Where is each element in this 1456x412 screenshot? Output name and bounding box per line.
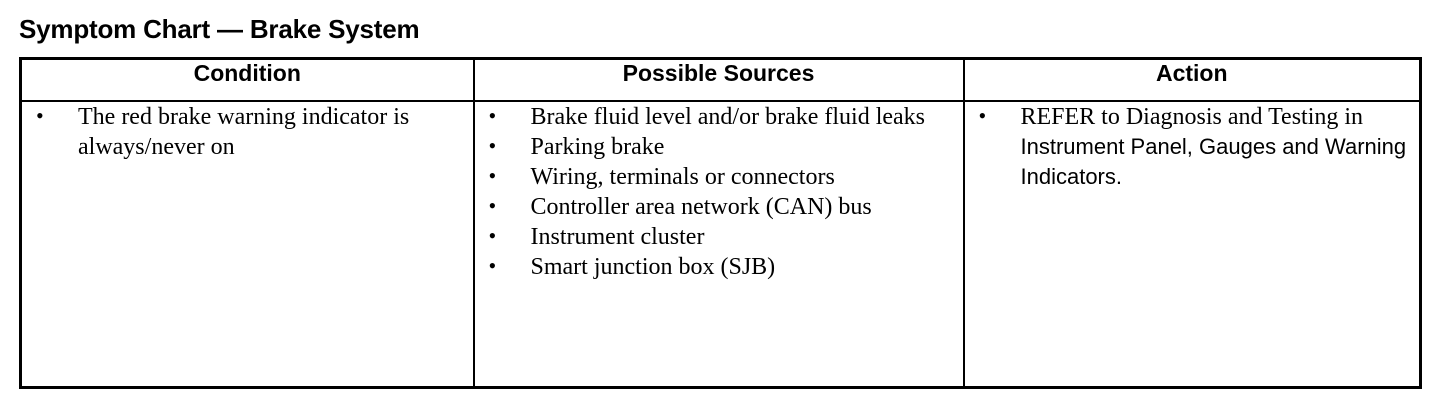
source-bullet-text: Instrument cluster bbox=[530, 224, 705, 250]
column-header-possible-sources: Possible Sources bbox=[472, 57, 965, 102]
action-lead-text: REFER to Diagnosis and Testing in bbox=[1020, 104, 1364, 130]
list-item: Wiring, terminals or connectors bbox=[475, 161, 963, 192]
source-bullet-text: Wiring, terminals or connectors bbox=[530, 164, 835, 190]
source-bullet-text: Controller area network (CAN) bus bbox=[530, 194, 872, 220]
list-item: Instrument cluster bbox=[475, 221, 963, 252]
table-body: The red brake warning indicator is alway… bbox=[19, 100, 1422, 389]
list-item: Smart junction box (SJB) bbox=[475, 251, 963, 282]
list-item: Controller area network (CAN) bus bbox=[475, 191, 963, 222]
page-title: Symptom Chart — Brake System bbox=[19, 14, 420, 44]
source-bullet-text: Parking brake bbox=[530, 134, 665, 160]
list-item: REFER to Diagnosis and Testing in Instru… bbox=[965, 101, 1420, 192]
action-bullet-list: REFER to Diagnosis and Testing in Instru… bbox=[965, 101, 1420, 192]
list-item: The red brake warning indicator is alway… bbox=[22, 101, 473, 162]
source-bullet-text: Brake fluid level and/or brake fluid lea… bbox=[530, 104, 926, 130]
column-header-action: Action bbox=[962, 57, 1422, 102]
action-cross-reference: Instrument Panel, Gauges and Warning Ind… bbox=[1020, 134, 1407, 189]
condition-bullet-text: The red brake warning indicator is alway… bbox=[78, 104, 410, 160]
source-bullet-text: Smart junction box (SJB) bbox=[530, 254, 776, 280]
column-header-condition: Condition bbox=[19, 57, 475, 102]
cell-condition: The red brake warning indicator is alway… bbox=[19, 100, 475, 389]
table-header-row: Condition Possible Sources Action bbox=[19, 57, 1422, 102]
list-item: Parking brake bbox=[475, 131, 963, 162]
symptom-chart-table: Condition Possible Sources Action The re… bbox=[19, 57, 1422, 389]
table-header: Condition Possible Sources Action bbox=[19, 57, 1422, 102]
possible-sources-bullet-list: Brake fluid level and/or brake fluid lea… bbox=[475, 101, 963, 282]
table-row: The red brake warning indicator is alway… bbox=[19, 100, 1422, 389]
condition-bullet-list: The red brake warning indicator is alway… bbox=[22, 101, 473, 162]
list-item: Brake fluid level and/or brake fluid lea… bbox=[475, 101, 963, 132]
cell-possible-sources: Brake fluid level and/or brake fluid lea… bbox=[472, 100, 965, 389]
cell-action: REFER to Diagnosis and Testing in Instru… bbox=[962, 100, 1422, 389]
